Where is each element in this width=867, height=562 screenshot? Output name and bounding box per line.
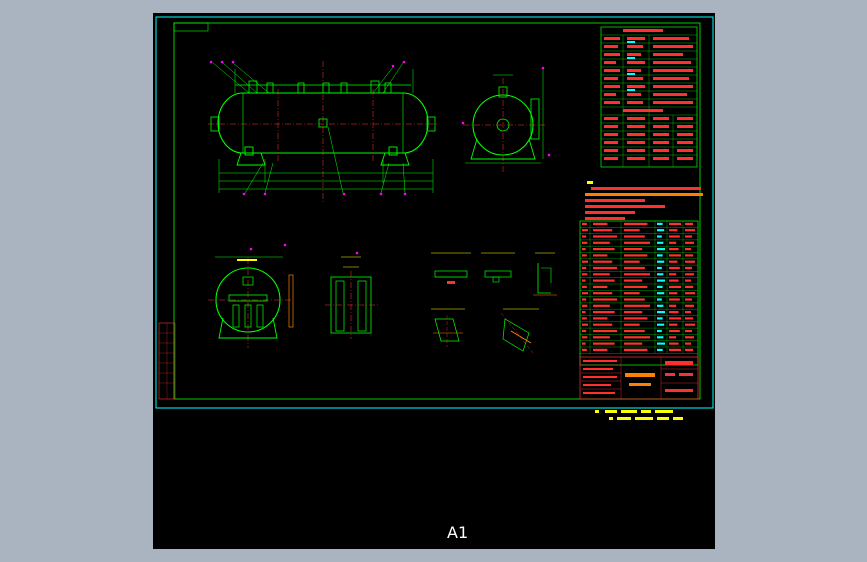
zone-label-box [173, 22, 209, 32]
saddle-detail-view [325, 251, 379, 339]
bom-table [579, 220, 699, 366]
title-block [579, 356, 699, 400]
end-view [461, 66, 551, 173]
bottom-notes [595, 410, 683, 420]
technical-notes [585, 181, 703, 220]
sheet-size-label: A1 [447, 523, 469, 542]
cad-viewport[interactable]: A1 [153, 13, 715, 549]
cad-drawing [155, 16, 714, 420]
sheet-border-inner [173, 22, 701, 400]
section-a-a-view [208, 243, 294, 348]
revision-strip [158, 322, 176, 400]
detail-views [431, 252, 557, 354]
front-elevation-view [208, 60, 438, 203]
sheet-border-outer [155, 16, 714, 409]
spec-table [600, 26, 698, 168]
